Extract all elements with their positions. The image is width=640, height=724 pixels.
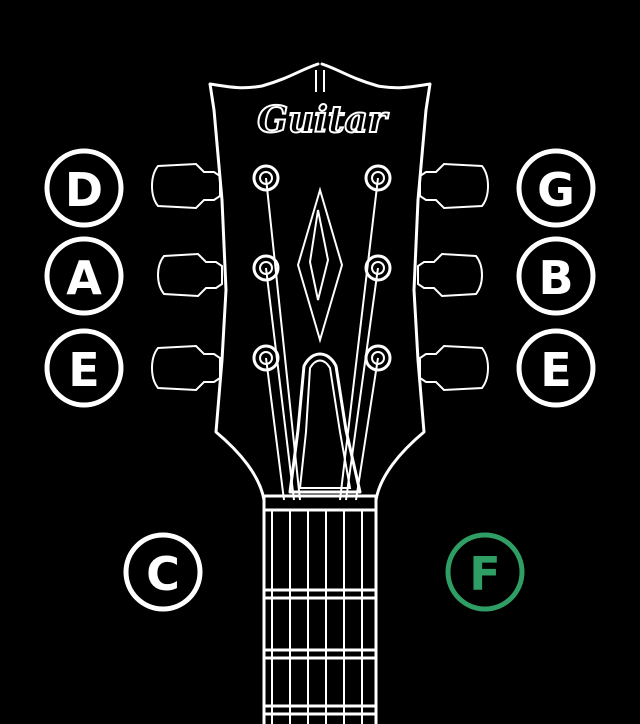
tuner-note-button-d[interactable]: D (44, 148, 124, 228)
note-label-e-low: E (68, 343, 99, 397)
tuner-note-button-e-low[interactable]: E (44, 328, 124, 408)
note-label-b: B (538, 251, 573, 305)
brand-logo: Guitar (257, 99, 390, 141)
tuner-note-button-b[interactable]: B (516, 236, 596, 316)
tuner-keys-left (151, 162, 223, 392)
tuner-note-button-e-high[interactable]: E (516, 328, 596, 408)
fretboard-strings (271, 510, 363, 724)
note-label-d: D (65, 163, 103, 217)
headstock-inlay (296, 186, 344, 344)
note-label-g: G (537, 163, 575, 217)
tuner-note-button-a[interactable]: A (44, 236, 124, 316)
extra-note-button-c[interactable]: C (123, 532, 203, 612)
note-label-f: F (469, 547, 500, 601)
nut (262, 494, 378, 512)
tuning-posts (252, 164, 392, 372)
frets (262, 588, 378, 716)
note-label-c: C (146, 547, 180, 601)
tuner-note-button-g[interactable]: G (516, 148, 596, 228)
strings-headstock (265, 177, 379, 501)
headstock (208, 62, 432, 724)
note-label-a: A (66, 251, 102, 305)
note-label-e-high: E (540, 343, 571, 397)
extra-note-button-f[interactable]: F (445, 532, 525, 612)
truss-rod-cover (288, 352, 362, 494)
tuner-keys-right (417, 162, 489, 392)
